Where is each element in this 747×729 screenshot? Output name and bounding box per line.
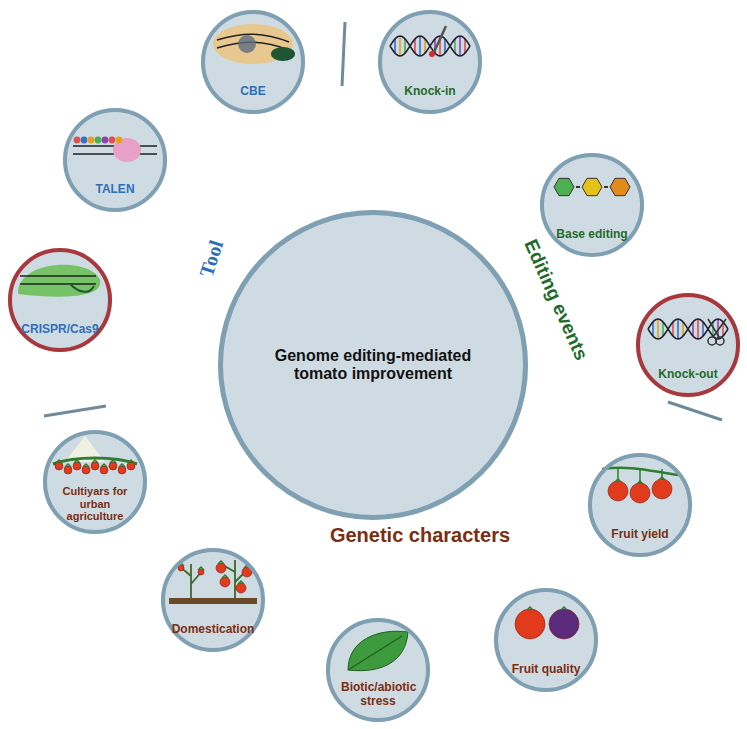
- icon-illustration: [73, 137, 157, 162]
- circle-fill: [540, 153, 644, 257]
- topic-label: TALEN: [75, 183, 155, 197]
- separator-line: [342, 22, 345, 86]
- icon-illustration: [18, 265, 100, 297]
- icon-illustration: [554, 178, 630, 195]
- topic-circle: Biotic/abiotic stress: [326, 618, 430, 722]
- topic-circle: Domestication: [161, 548, 265, 652]
- topic-circle: Fruit yield: [588, 453, 692, 557]
- icon-illustration: [602, 468, 678, 503]
- topic-label: Knock-out: [646, 368, 730, 382]
- topic-label: Biotic/abiotic stress: [341, 681, 415, 709]
- icon-illustration: [515, 607, 579, 639]
- circle-fill: [218, 210, 528, 520]
- center-title: Genome editing-mediated tomato improveme…: [248, 347, 498, 384]
- topic-label: CBE: [213, 85, 293, 99]
- circle-fill: [63, 108, 167, 212]
- topic-label: Knock-in: [388, 85, 472, 99]
- icon-illustration: [53, 436, 137, 474]
- circle-fill: [161, 548, 265, 652]
- topic-circle: CRISPR/Cas9: [8, 248, 112, 352]
- topic-label: Base editing: [550, 228, 634, 242]
- topic-circle: Knock-out: [636, 293, 740, 397]
- circle-fill: [43, 430, 147, 534]
- center-circle: Genome editing-mediated tomato improveme…: [218, 210, 528, 520]
- icon-illustration: [348, 631, 408, 670]
- topic-label: CRISPR/Cas9: [16, 323, 104, 337]
- category-label: Tool: [195, 237, 228, 279]
- icon-illustration: [390, 26, 470, 57]
- circle-fill: [201, 10, 305, 114]
- separator-line: [44, 406, 106, 416]
- separator-line: [668, 402, 722, 420]
- topic-label: Fruit quality: [504, 663, 588, 677]
- icon-illustration: [169, 560, 257, 604]
- circle-fill: [326, 618, 430, 722]
- category-label: Genetic characters: [330, 524, 510, 547]
- topic-circle: Knock-in: [378, 10, 482, 114]
- circle-fill: [636, 293, 740, 397]
- circle-fill: [8, 248, 112, 352]
- circle-fill: [378, 10, 482, 114]
- topic-label: Domestication: [168, 623, 258, 637]
- topic-label: Fruit yield: [598, 528, 682, 542]
- topic-circle: Fruit quality: [494, 588, 598, 692]
- topic-circle: Cultiyars for urban agriculture: [43, 430, 147, 534]
- circle-fill: [494, 588, 598, 692]
- circle-fill: [588, 453, 692, 557]
- icon-illustration: [213, 24, 295, 64]
- topic-circle: TALEN: [63, 108, 167, 212]
- topic-circle: CBE: [201, 10, 305, 114]
- icon-illustration: [648, 319, 728, 345]
- topic-circle: Base editing: [540, 153, 644, 257]
- topic-label: Cultiyars for urban agriculture: [54, 485, 136, 523]
